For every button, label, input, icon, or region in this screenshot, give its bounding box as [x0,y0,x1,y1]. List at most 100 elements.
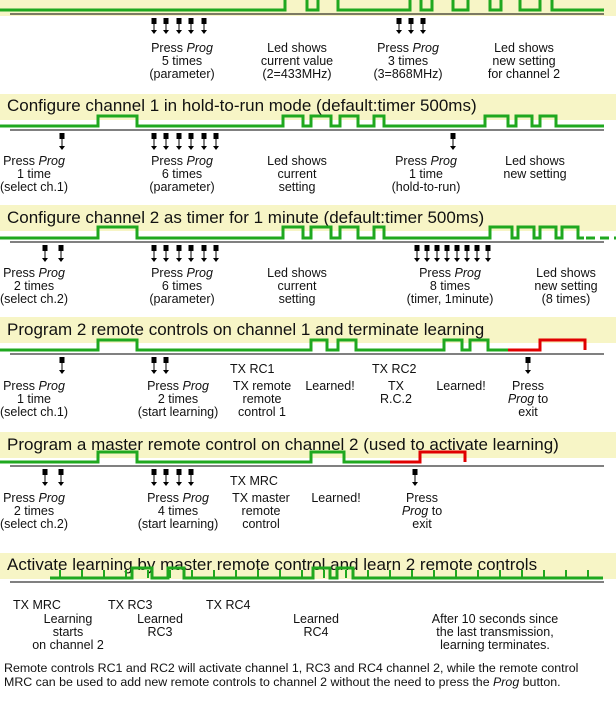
press-arrowhead [163,258,169,262]
caption-3-5: Learned! [436,379,486,393]
press-marker [396,18,402,24]
caption-3-3: Learned! [305,379,355,393]
press-marker [58,245,64,251]
tx-label-5-0: TX MRC [13,598,61,612]
section-band-4 [0,432,616,458]
press-arrowhead [151,258,157,262]
press-arrowhead [42,258,48,262]
press-arrowhead [176,146,182,150]
section-title-3: Program 2 remote controls on channel 1 a… [7,320,485,339]
press-marker [151,357,157,363]
press-marker [176,18,182,24]
press-marker [163,133,169,139]
section-band-5 [0,553,616,579]
press-marker [163,357,169,363]
press-arrowhead [420,30,426,34]
press-arrowhead [163,370,169,374]
press-arrowhead [151,30,157,34]
press-marker [188,133,194,139]
press-marker [151,245,157,251]
tx-label-5-1: TX RC3 [108,598,153,612]
press-marker [176,245,182,251]
timing-diagram-3 [0,338,604,374]
press-arrowhead [42,482,48,486]
press-arrowhead [474,258,480,262]
press-marker [151,469,157,475]
press-marker [474,245,480,251]
press-arrowhead [434,258,440,262]
press-arrowhead [188,258,194,262]
tx-label-3-0: TX RC1 [230,362,275,376]
press-arrowhead [444,258,450,262]
footer-note: Remote controls RC1 and RC2 will activat… [4,661,579,689]
press-arrowhead [188,482,194,486]
press-marker [201,18,207,24]
press-arrowhead [201,30,207,34]
tx-label-4-0: TX MRC [230,474,278,488]
press-arrowhead [58,482,64,486]
tx-label-3-1: TX RC2 [372,362,417,376]
press-marker [201,245,207,251]
timing-diagram-5 [10,566,604,583]
press-marker [444,245,450,251]
press-marker [188,469,194,475]
press-arrowhead [163,30,169,34]
caption-4-3: Learned! [311,491,361,505]
press-marker [58,469,64,475]
press-marker [412,469,418,475]
press-marker [188,245,194,251]
press-marker [42,245,48,251]
press-arrowhead [201,258,207,262]
press-arrowhead [213,258,219,262]
press-arrowhead [59,370,65,374]
press-marker [201,133,207,139]
timing-diagram-4 [0,450,604,486]
press-marker [59,357,65,363]
press-arrowhead [450,146,456,150]
press-marker [151,18,157,24]
press-arrowhead [213,146,219,150]
press-arrowhead [464,258,470,262]
press-arrowhead [163,146,169,150]
section-title-4: Program a master remote control on chann… [7,435,559,454]
press-arrowhead [188,146,194,150]
press-marker [59,133,65,139]
press-arrowhead [525,370,531,374]
press-marker [424,245,430,251]
press-arrowhead [58,258,64,262]
press-marker [454,245,460,251]
press-marker [525,357,531,363]
press-arrowhead [414,258,420,262]
press-arrowhead [176,30,182,34]
press-marker [420,18,426,24]
tx-label-5-2: TX RC4 [206,598,251,612]
press-marker [163,18,169,24]
press-arrowhead [151,482,157,486]
press-arrowhead [485,258,491,262]
press-marker [163,469,169,475]
press-marker [213,133,219,139]
